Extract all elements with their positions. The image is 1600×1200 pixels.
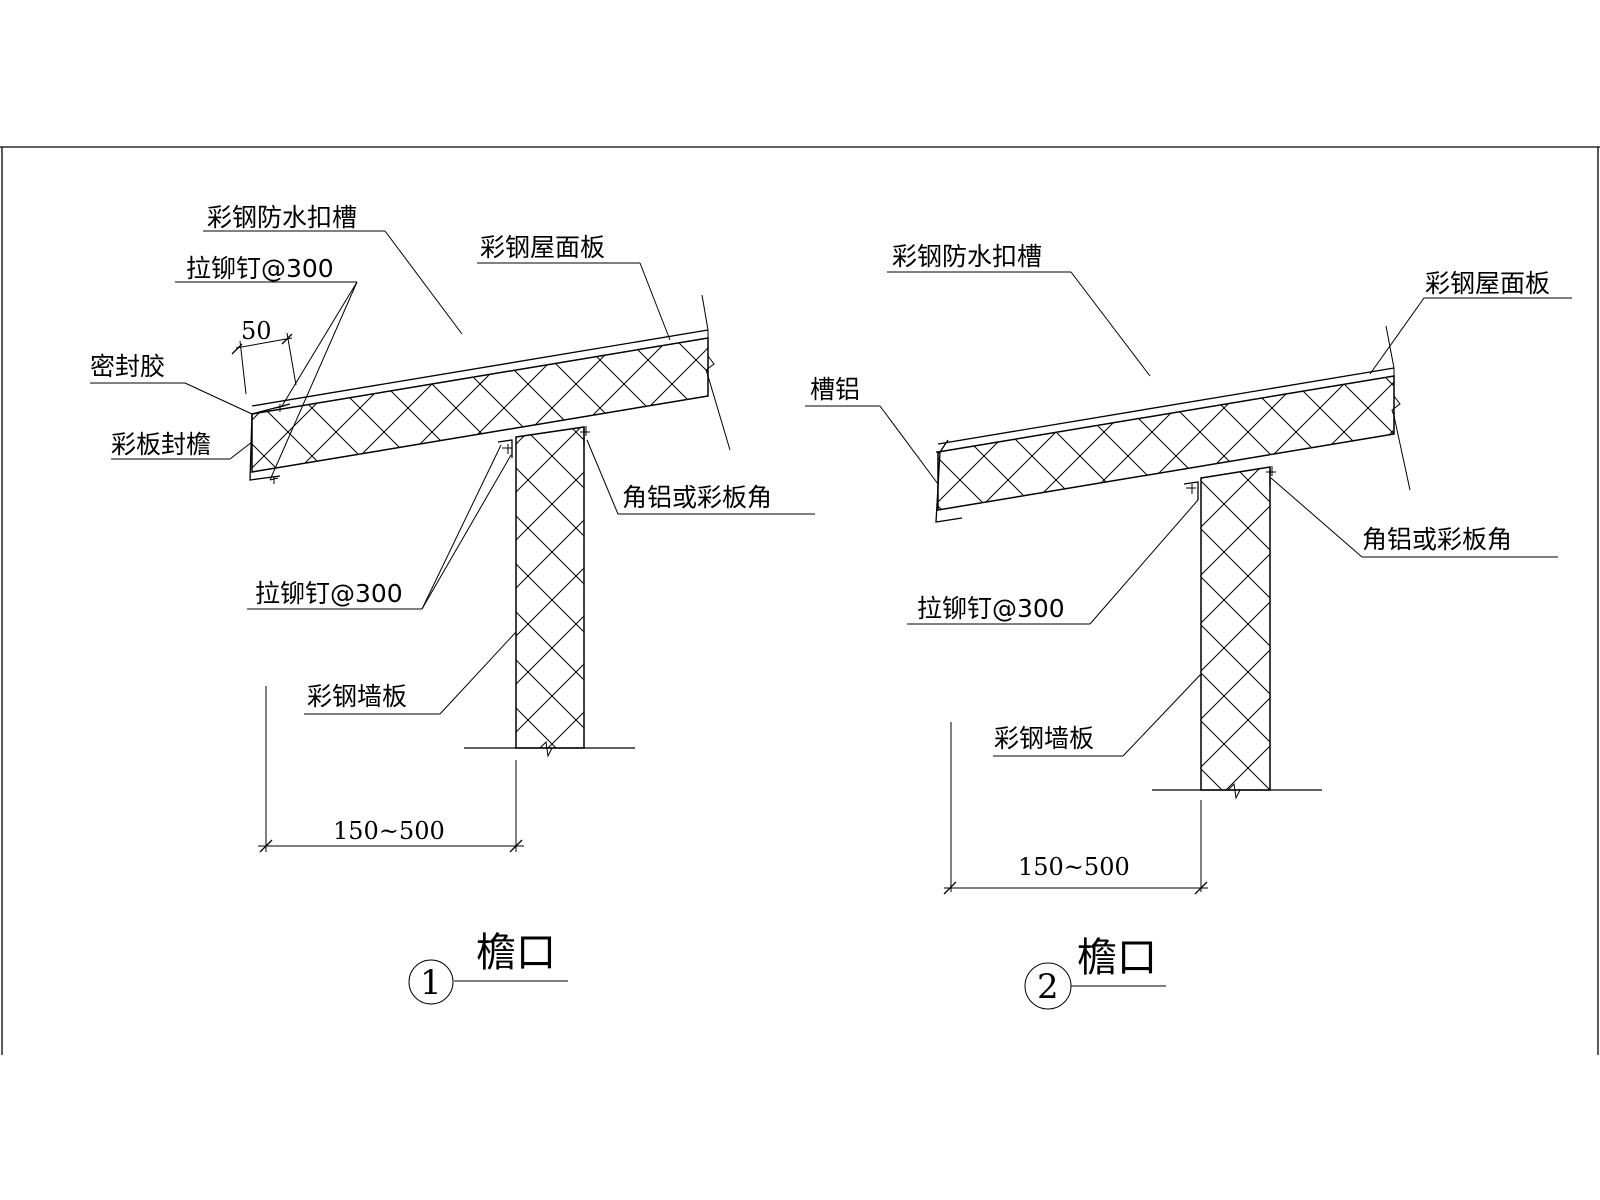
channel-trim-2 bbox=[935, 439, 963, 523]
detail-number-2: 2 bbox=[1037, 967, 1059, 1007]
detail-title-text-1: 檐口 bbox=[476, 930, 556, 976]
label-channel-2: 槽铝 bbox=[810, 375, 860, 404]
drawing-frame bbox=[0, 146, 1600, 1055]
label-gutter-2: 彩钢防水扣槽 bbox=[892, 242, 1042, 271]
label-sealant-1: 密封胶 bbox=[90, 352, 165, 381]
detail-1: 彩钢防水扣槽 彩钢屋面板 拉铆钉@300 50 密封胶 彩板封檐 角铝或彩板角 … bbox=[90, 203, 815, 1005]
label-wall-panel-1: 彩钢墙板 bbox=[307, 682, 407, 711]
detail-number-1: 1 bbox=[420, 963, 442, 1003]
label-dim-50: 50 bbox=[241, 317, 272, 345]
dimension-50 bbox=[231, 332, 297, 395]
detail-title-1 bbox=[408, 959, 568, 1005]
wall-panel-2 bbox=[1152, 466, 1322, 800]
leaders-2 bbox=[805, 271, 1572, 757]
wall-panel-1 bbox=[464, 426, 635, 758]
roof-panel-1 bbox=[251, 294, 731, 473]
detail-2: 彩钢防水扣槽 彩钢屋面板 槽铝 角铝或彩板角 拉铆钉@300 彩钢墙板 150~… bbox=[805, 242, 1572, 1010]
detail-title-2 bbox=[1024, 962, 1166, 1010]
label-overhang-2: 150~500 bbox=[1018, 853, 1130, 881]
label-rivet-2: 拉铆钉@300 bbox=[917, 594, 1065, 623]
label-fascia-1: 彩板封檐 bbox=[111, 430, 211, 459]
dimension-overhang-2 bbox=[943, 722, 1208, 895]
label-roof-panel-1: 彩钢屋面板 bbox=[480, 233, 605, 262]
leaders-1 bbox=[90, 230, 815, 715]
dimension-overhang-1 bbox=[258, 686, 524, 853]
label-gutter-1: 彩钢防水扣槽 bbox=[207, 203, 357, 232]
label-corner-1: 角铝或彩板角 bbox=[622, 483, 772, 512]
roof-panel-2 bbox=[937, 325, 1411, 511]
label-roof-panel-2: 彩钢屋面板 bbox=[1425, 269, 1550, 298]
fascia-1 bbox=[249, 403, 291, 484]
label-wall-panel-2: 彩钢墙板 bbox=[994, 724, 1094, 753]
detail-title-text-2: 檐口 bbox=[1077, 935, 1157, 981]
label-overhang-1: 150~500 bbox=[333, 817, 445, 845]
label-rivet-bottom-1: 拉铆钉@300 bbox=[255, 579, 403, 608]
label-rivet-top-1: 拉铆钉@300 bbox=[186, 254, 334, 283]
label-corner-2: 角铝或彩板角 bbox=[1362, 525, 1512, 554]
